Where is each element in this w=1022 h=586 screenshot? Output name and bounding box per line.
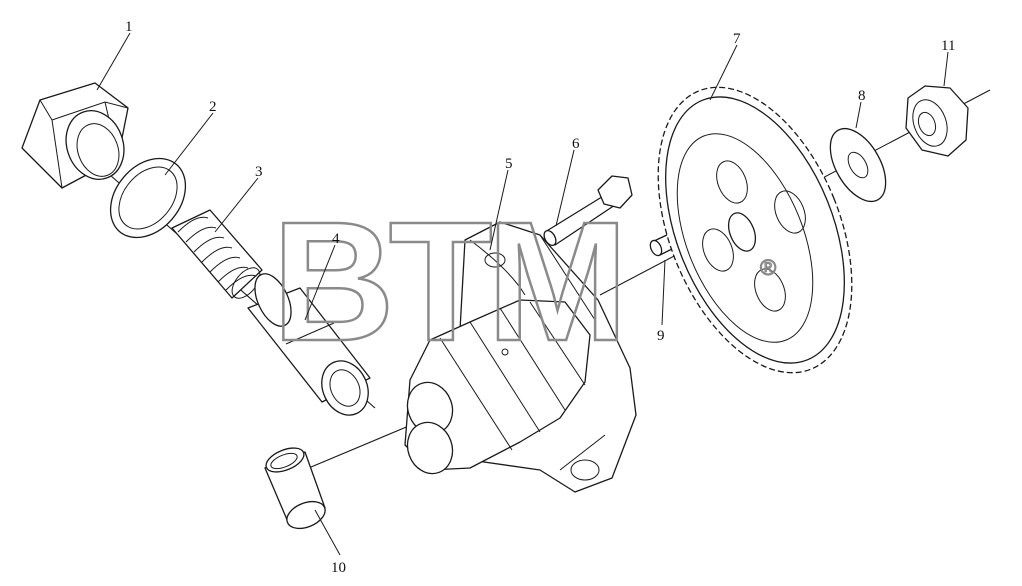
callout-labels: 1 2 3 4 5 6 7 8 9 10 11 <box>125 19 955 576</box>
part-11-flange-nut <box>905 85 969 157</box>
callout-7: 7 <box>733 31 741 47</box>
part-7-drive-gear <box>657 86 853 374</box>
btm-watermark: BTM ® <box>271 186 777 379</box>
pump-gears <box>404 299 591 475</box>
callout-8: 8 <box>858 88 866 104</box>
part-3-spring <box>171 209 263 299</box>
callout-11: 11 <box>941 38 955 54</box>
callout-4: 4 <box>332 231 340 247</box>
callout-9: 9 <box>657 328 665 344</box>
callout-5: 5 <box>505 156 513 172</box>
part-4-valve-sleeve <box>247 273 371 416</box>
callout-leaders <box>96 32 949 556</box>
part-8-flat-washer <box>829 128 887 202</box>
callout-10: 10 <box>331 560 346 576</box>
watermark-registered-mark: ® <box>760 255 776 280</box>
part-10-bushing <box>264 447 326 530</box>
callout-3: 3 <box>255 164 263 180</box>
part-2-washer <box>109 157 187 239</box>
callout-1: 1 <box>125 19 133 35</box>
callout-2: 2 <box>209 99 217 115</box>
part-1-hex-plug <box>21 82 129 189</box>
watermark-text: BTM <box>272 187 622 377</box>
part-6-shaft-bolt <box>543 175 633 247</box>
callout-6: 6 <box>572 136 580 152</box>
